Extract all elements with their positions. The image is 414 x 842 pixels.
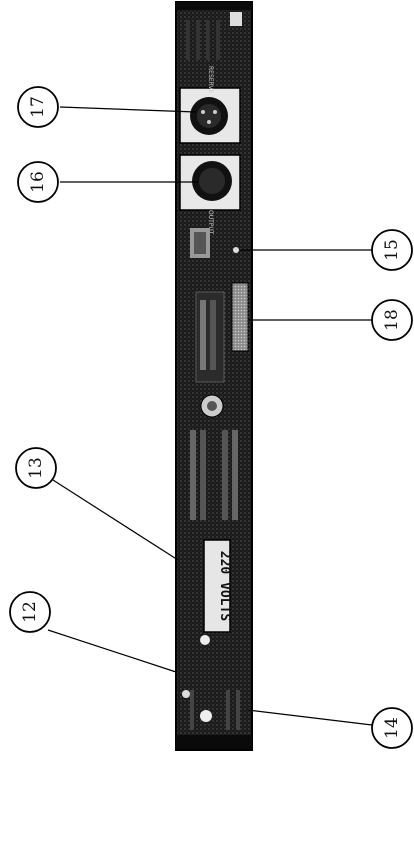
voltage-label-plate: [203, 539, 231, 633]
callout-18: 18: [371, 299, 413, 341]
callout-15-label: 15: [382, 239, 402, 261]
callout-14: 14: [371, 707, 413, 749]
callout-13: 13: [15, 447, 57, 489]
leader-12: [47, 629, 177, 673]
lower-connector-label: OUTPUT: [207, 210, 214, 235]
label-plate: [195, 291, 225, 383]
callout-16-label: 16: [28, 171, 48, 193]
leader-13: [52, 479, 179, 561]
leader-lines: [47, 106, 373, 726]
upper-connector-label-group: RESERVE: [207, 66, 214, 94]
callout-18-label: 18: [382, 309, 402, 331]
callout-12: 12: [9, 591, 51, 633]
upper-connector-label: RESERVE: [207, 66, 214, 94]
callout-13-label: 13: [26, 457, 46, 479]
indicator-strip: [231, 282, 249, 352]
lower-connector-label-group: OUTPUT: [207, 210, 214, 235]
leader-14: [247, 709, 373, 726]
switch-area: [190, 228, 239, 258]
fuse-holder: [182, 635, 212, 722]
vent-slots: [186, 12, 242, 60]
fine-print-block: [190, 430, 238, 520]
xlr-connector-upper: [179, 87, 241, 144]
callout-14-label: 14: [382, 717, 402, 739]
xlr-connector-lower: [179, 154, 241, 211]
ground-screw: [200, 394, 224, 418]
callout-16: 16: [17, 161, 59, 203]
bottom-vents: [190, 690, 240, 730]
callout-17: 17: [17, 86, 59, 128]
callout-17-label: 17: [28, 96, 48, 118]
callout-15: 15: [371, 229, 413, 271]
voltage-label: 220 VOLTS: [217, 551, 232, 622]
leader-17: [59, 106, 197, 113]
voltage-label-group: 220 VOLTS: [217, 551, 232, 622]
callout-12-label: 12: [20, 601, 40, 623]
